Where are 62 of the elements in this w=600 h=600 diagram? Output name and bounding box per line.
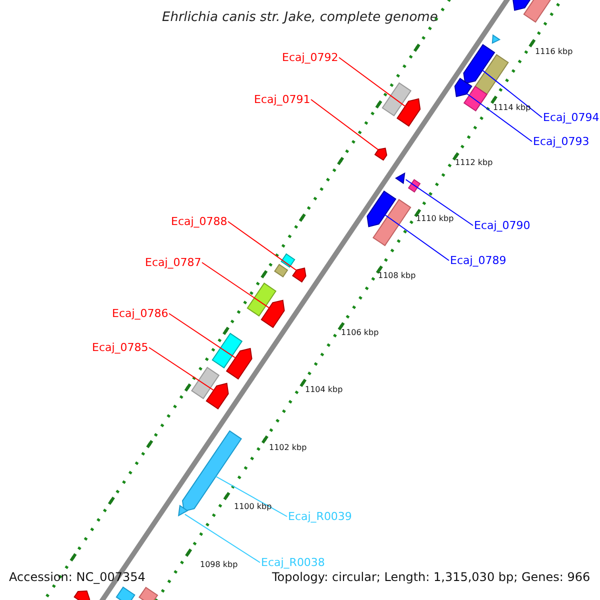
leader-line [338,57,406,107]
gene-feature [280,253,296,268]
gene-label: Ecaj_0794 [543,112,600,122]
gene-label: Ecaj_0787 [145,256,202,268]
gene-label: Ecaj_0788 [171,216,228,226]
leader-line [215,476,288,517]
tick-label: 1110 kbp [416,215,454,223]
tick-label: 1104 kbp [305,386,343,394]
gene-feature [206,382,229,410]
gene-label: Ecaj_R0038 [261,556,325,568]
leader-line [228,221,297,271]
tick-label: 1100 kbp [234,503,272,511]
leader-line [148,347,214,391]
genome-summary-text: Topology: circular; Length: 1,315,030 bp; Genes: 966 [272,571,590,583]
tick-label: 1116 kbp [535,48,573,56]
gene-label: Ecaj_0789 [450,254,506,266]
gene-feature [463,44,496,84]
gene-feature [394,172,406,184]
gene-feature [492,34,501,44]
gene-feature [512,0,534,11]
leader-line [384,214,450,261]
gene-feature [226,348,252,380]
tick-label: 1098 kbp [200,561,238,569]
gene-feature [274,264,288,278]
gene-feature [191,366,220,400]
leader-line [405,179,474,226]
gene-feature [260,300,285,328]
gene-feature [374,148,388,161]
leader-line [168,313,236,358]
accession-text: Accession: NC_007354 [9,571,146,583]
gene-feature [366,190,396,228]
leader-line [184,514,260,563]
gene-feature [463,86,488,112]
title: Ehrlichia canis str. Jake, complete genome [162,11,438,24]
gene-label: Ecaj_0792 [282,52,338,62]
gene-feature [396,98,421,127]
gene-label: Ecaj_0785 [92,342,148,352]
gene-feature [382,82,412,116]
gene-feature [246,282,276,317]
gene-label: Ecaj_0793 [533,136,590,146]
tick-label: 1114 kbp [493,104,531,112]
gene-feature [138,586,158,600]
leader-line [310,99,379,150]
tick-label: 1108 kbp [378,272,416,280]
gene-feature [116,586,136,600]
gene-feature [292,268,306,283]
tick-label: 1106 kbp [341,329,379,337]
gene-label: Ecaj_0791 [254,94,310,104]
gene-feature [408,179,421,193]
gene-feature [454,78,472,98]
tick-label: 1102 kbp [269,444,307,452]
leader-line [466,93,532,142]
gene-label: Ecaj_0786 [112,308,168,318]
gene-feature [212,332,243,368]
gene-feature [178,504,188,517]
gene-label: Ecaj_0790 [474,220,530,230]
leader-line [482,70,542,118]
gene-label: Ecaj_R0039 [288,510,352,522]
gene-feature [74,590,90,600]
gene-feature [372,198,412,246]
tick-label: 1112 kbp [455,159,493,167]
leader-line [202,262,270,308]
